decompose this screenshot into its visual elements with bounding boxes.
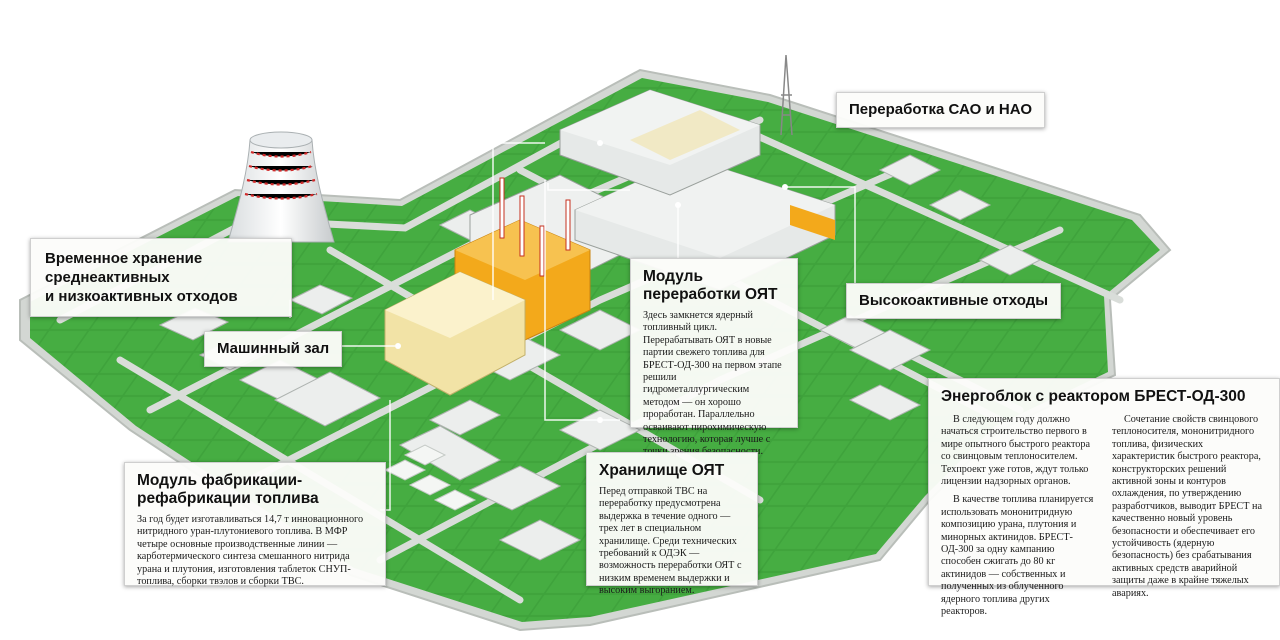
parking-pads xyxy=(383,444,477,511)
panel-fabrication-text: За год будет изготавливаться 14,7 т инно… xyxy=(137,514,364,588)
label-sao-nao: Переработка САО и НАО xyxy=(836,92,1046,128)
power-unit-col2-p1: Сочетание свойств свинцового теплоносите… xyxy=(1112,414,1262,599)
cooling-tower xyxy=(227,131,335,243)
panel-power-unit: Энергоблок с реактором БРЕСТ-ОД-300 В сл… xyxy=(928,378,1280,617)
label-temp-storage-line3: и низкоактивных отходов xyxy=(45,288,238,305)
label-high-level-waste: Высокоактивные отходы xyxy=(846,283,1062,319)
panel-power-unit-col1: В следующем году должно начаться строите… xyxy=(941,414,1096,619)
leader-dots xyxy=(395,140,788,423)
panel-storage-text: Перед отправкой ТВС на переработку преду… xyxy=(599,486,742,597)
panel-power-unit-title: Энергоблок с реактором БРЕСТ-ОД-300 xyxy=(941,388,1246,405)
label-temp-storage-line1: Временное хранение xyxy=(45,250,203,267)
panel-fabrication-module: Модуль фабрикации- рефабрикации топлива … xyxy=(124,462,386,588)
power-unit-col1-p2: В качестве топлива планируется использов… xyxy=(941,494,1094,618)
panel-power-unit-col2: Сочетание свойств свинцового теплоносите… xyxy=(1112,414,1267,619)
panel-fabrication-title: Модуль фабрикации- рефабрикации топлива xyxy=(137,472,319,507)
panel-reprocessing-title: Модуль переработки ОЯТ xyxy=(643,268,778,303)
label-temp-storage-line2: среднеактивных xyxy=(45,269,170,286)
label-turbine-hall-text: Машинный зал xyxy=(217,340,330,357)
panel-power-unit-columns: В следующем году должно начаться строите… xyxy=(941,414,1267,619)
panel-reprocessing-text: Здесь замкнется ядерный топливный цикл. … xyxy=(643,310,782,457)
panel-storage: Хранилище ОЯТ Перед отправкой ТВС на пер… xyxy=(586,452,758,596)
label-sao-nao-text: Переработка САО и НАО xyxy=(849,101,1033,118)
panel-reprocessing-module: Модуль переработки ОЯТ Здесь замкнется я… xyxy=(630,258,798,457)
panel-storage-title: Хранилище ОЯТ xyxy=(599,462,725,479)
label-temp-storage: Временное хранение среднеактивных и низк… xyxy=(30,238,292,317)
power-unit-col1-p1: В следующем году должно начаться строите… xyxy=(941,414,1090,488)
label-high-level-waste-text: Высокоактивные отходы xyxy=(859,292,1049,309)
label-turbine-hall: Машинный зал xyxy=(204,331,343,367)
